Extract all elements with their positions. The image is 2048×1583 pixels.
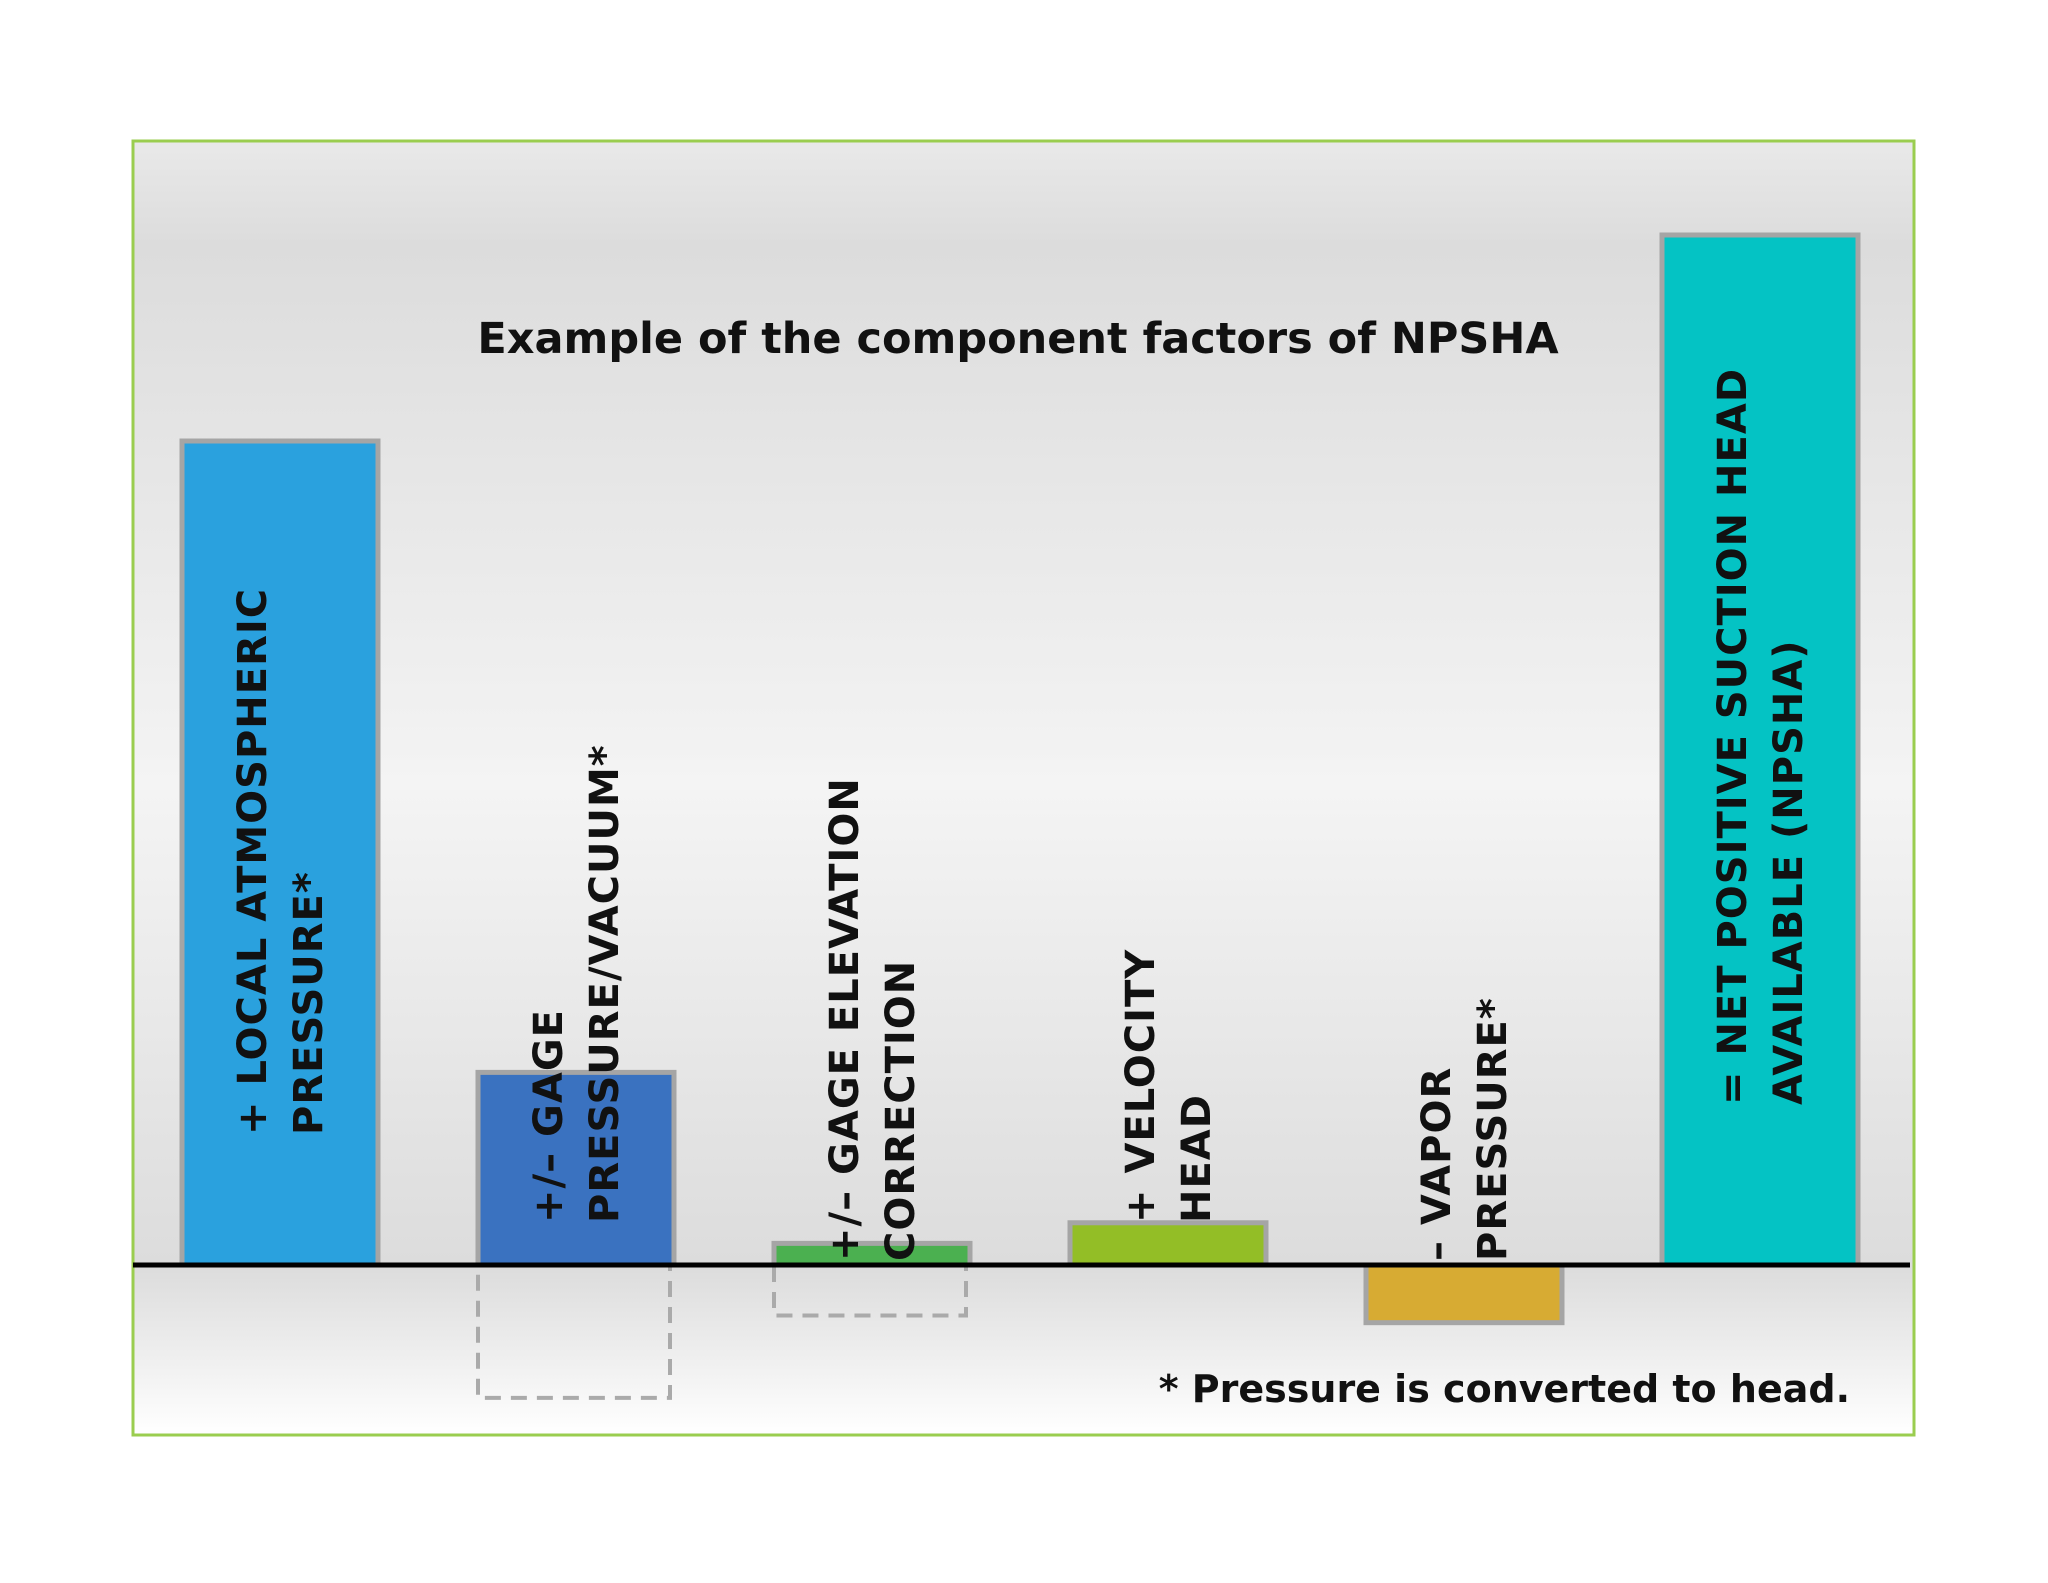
bar-series	[179, 232, 1861, 1326]
bar-npsha	[1659, 232, 1861, 1268]
bar-vapor-pressure	[1363, 1262, 1565, 1326]
bar-atmospheric-pressure	[179, 438, 381, 1268]
alternate-value-outlines	[476, 1263, 968, 1400]
chart-title: Example of the component factors of NPSH…	[477, 314, 1559, 364]
bar-velocity-head	[1067, 1220, 1269, 1268]
bar-label-line: PRESSURE*	[1470, 997, 1516, 1261]
bar-label-line: PRESSURE/VACUUM*	[582, 744, 628, 1223]
bar-label-line: + LOCAL ATMOSPHERIC	[230, 588, 276, 1135]
bar-label-line: + VELOCITY	[1118, 949, 1164, 1223]
footnote: * Pressure is converted to head.	[1159, 1367, 1850, 1411]
bar-label-line: +/– GAGE	[526, 1009, 572, 1223]
bar-gage-elevation-correction	[771, 1240, 973, 1268]
bar-label-line: +/– GAGE ELEVATION	[822, 777, 868, 1261]
bar-alt-outline-gage-pressure	[476, 1263, 672, 1400]
bar-label-line: AVAILABLE (NPSHA)	[1766, 639, 1812, 1105]
bar-alt-outline-gage-elevation-correction	[772, 1263, 968, 1318]
bar-gage-pressure	[475, 1069, 677, 1268]
bar-label-line: HEAD	[1174, 1094, 1220, 1223]
bar-label-line: = NET POSITIVE SUCTION HEAD	[1710, 368, 1756, 1105]
bar-label-line: CORRECTION	[878, 960, 924, 1261]
chart-frame	[131, 139, 1916, 1437]
bar-label-line: – VAPOR	[1414, 1067, 1460, 1261]
bar-label-line: PRESSURE*	[286, 871, 332, 1135]
